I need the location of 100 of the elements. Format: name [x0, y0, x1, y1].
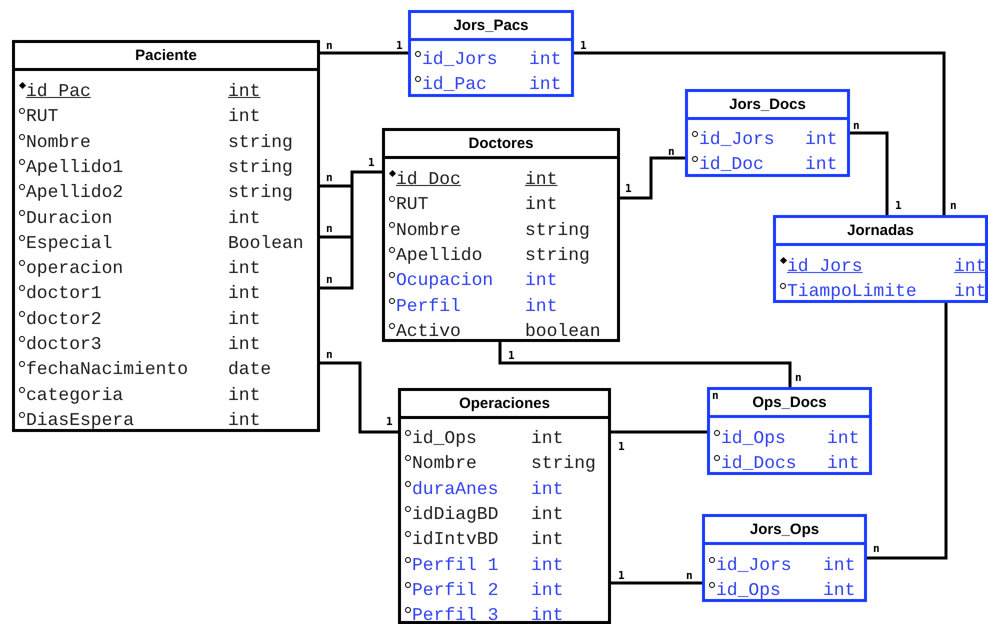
- column-name: Duracion: [26, 208, 112, 230]
- column-name: id_Ops: [716, 580, 781, 602]
- relationship-line: [620, 156, 685, 200]
- column-name: RUT: [396, 194, 428, 216]
- cardinality-label: n: [686, 570, 693, 581]
- table-title: Operaciones: [401, 391, 608, 419]
- column-type: int: [531, 428, 564, 450]
- column-name: Perfil: [396, 296, 461, 318]
- column-type: int: [954, 256, 986, 278]
- column-name: id_Jors: [422, 49, 498, 71]
- column-name: Ocupacion: [396, 270, 494, 292]
- column-type: int: [531, 580, 564, 602]
- column-name: Nombre: [396, 220, 461, 242]
- column-type: string: [228, 182, 293, 204]
- column-type: int: [805, 154, 838, 176]
- column-type: string: [525, 220, 590, 242]
- column-type: int: [228, 258, 260, 280]
- table-box: [773, 215, 988, 303]
- column-type: date: [228, 359, 272, 382]
- cardinality-label: 1: [386, 416, 393, 427]
- column-name: id_Jors: [787, 256, 863, 278]
- column-name: id_Pac: [422, 74, 487, 96]
- column-type: int: [228, 283, 260, 306]
- column-type: int: [228, 410, 260, 432]
- column-type: int: [525, 270, 558, 292]
- column-name: Perfil 2: [412, 580, 498, 602]
- cardinality-label: n: [326, 274, 333, 285]
- column-type: string: [531, 453, 596, 476]
- column-type: int: [823, 555, 856, 577]
- column-type: int: [827, 453, 860, 475]
- column-type: int: [531, 554, 564, 576]
- column-type: int: [823, 580, 856, 602]
- column-name: Especial: [26, 232, 112, 255]
- column-type: int: [531, 529, 564, 552]
- cardinality-label: n: [795, 372, 802, 383]
- column-name: Nombre: [26, 132, 91, 154]
- cardinality-label: 1: [618, 570, 625, 581]
- column-name: id_Ops: [721, 428, 786, 450]
- table-title: Jors_Pacs: [411, 13, 571, 41]
- column-name: operacion: [26, 258, 124, 280]
- column-name: id_Pac: [26, 81, 91, 103]
- column-name: id_Jors: [716, 555, 792, 577]
- relationship-line: [320, 52, 408, 54]
- relationship-line: [850, 132, 888, 215]
- cardinality-label: 1: [508, 350, 515, 361]
- column-name: categoria: [26, 384, 124, 407]
- relationship-line: [320, 362, 398, 434]
- table-title: Jors_Docs: [688, 92, 847, 120]
- column-name: idDiagBD: [412, 504, 498, 526]
- column-name: duraAnes: [412, 478, 498, 501]
- column-type: int: [228, 384, 260, 407]
- column-name: id_Jors: [699, 129, 775, 151]
- column-type: Boolean: [228, 232, 304, 255]
- column-type: string: [228, 156, 293, 179]
- column-name: doctor1: [26, 283, 102, 306]
- relationship-line: [611, 582, 702, 584]
- column-name: idIntvBD: [412, 529, 498, 552]
- cardinality-label: n: [853, 120, 860, 131]
- cardinality-label: 1: [396, 40, 403, 51]
- column-name: Apellido2: [26, 182, 124, 204]
- column-type: int: [529, 74, 562, 96]
- table-box: [12, 40, 320, 432]
- table-title: Jornadas: [776, 218, 985, 246]
- cardinality-label: 1: [618, 441, 625, 452]
- column-type: int: [228, 106, 260, 128]
- column-name: Perfil 3: [412, 605, 498, 624]
- column-type: int: [827, 428, 860, 450]
- column-type: int: [525, 169, 558, 191]
- cardinality-label: n: [950, 200, 957, 211]
- column-type: int: [228, 208, 260, 230]
- column-name: doctor2: [26, 308, 102, 331]
- column-name: Activo: [396, 320, 461, 343]
- cardinality-label: n: [668, 146, 675, 157]
- column-name: RUT: [26, 106, 58, 128]
- column-name: id_Doc: [699, 154, 764, 176]
- column-type: string: [228, 132, 293, 154]
- column-name: DiasEspera: [26, 410, 134, 432]
- column-name: TiampoLimite: [787, 281, 917, 303]
- cardinality-label: 1: [368, 157, 375, 168]
- cardinality-label: 1: [625, 183, 632, 194]
- column-name: Perfil 1: [412, 554, 498, 576]
- column-type: int: [954, 281, 986, 303]
- column-name: fechaNacimiento: [26, 359, 188, 382]
- cardinality-label: 1: [580, 40, 587, 51]
- column-type: int: [228, 334, 260, 356]
- table-box: [398, 388, 611, 624]
- column-type: int: [805, 129, 838, 151]
- relationship-line: [498, 342, 792, 387]
- column-type: string: [525, 244, 590, 267]
- table-box: [408, 10, 574, 97]
- cardinality-label: n: [873, 543, 880, 554]
- column-type: int: [531, 504, 564, 526]
- relationship-line: [611, 430, 707, 434]
- column-name: Apellido1: [26, 156, 124, 179]
- column-type: int: [525, 194, 558, 216]
- table-box: [707, 387, 872, 475]
- column-name: Nombre: [412, 453, 477, 476]
- column-name: id_Doc: [396, 169, 461, 191]
- table-box: [685, 89, 850, 177]
- column-name: id_Ops: [412, 428, 477, 450]
